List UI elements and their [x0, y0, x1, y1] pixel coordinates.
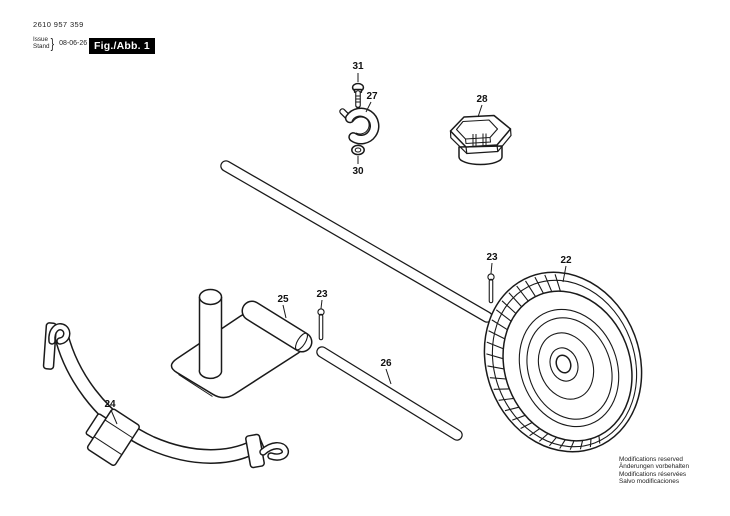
callout-31: 31	[352, 61, 364, 72]
callout-22: 22	[560, 255, 572, 266]
modifications-note-fr: Modifications réservées	[619, 470, 687, 478]
issue-label: Issue	[33, 36, 49, 43]
brace-glyph: }	[51, 35, 55, 51]
issue-date-block: Issue Stand } 08-06-26	[33, 35, 87, 51]
figure-label: Fig./Abb. 1	[94, 40, 150, 52]
hex-bushing-illustration	[449, 114, 512, 166]
rod-illustration	[316, 346, 463, 441]
modifications-note: Modifications reserved Änderungen vorbeh…	[619, 456, 689, 485]
figure-label-box: Fig./Abb. 1	[89, 38, 155, 54]
bracket-illustration	[170, 288, 313, 399]
modifications-note-en: Modifications reserved	[619, 456, 683, 463]
wheel-tread	[486, 274, 601, 450]
callout-25: 25	[277, 294, 289, 305]
callout-27: 27	[366, 91, 378, 102]
callout-26: 26	[380, 358, 392, 369]
pin-left-illustration	[317, 308, 325, 341]
callout-24: 24	[104, 399, 116, 410]
callout-28: 28	[476, 94, 488, 105]
screw-illustration	[351, 82, 365, 109]
stand-label: Stand	[33, 43, 50, 50]
callout-23-left: 23	[316, 289, 328, 300]
axle-rod-illustration	[220, 160, 493, 323]
clip-illustration	[339, 107, 380, 145]
wheel-illustration	[483, 271, 643, 453]
callout-leader-lines	[110, 73, 567, 425]
nut-illustration	[351, 144, 365, 156]
strap-illustration	[42, 322, 290, 469]
callout-30: 30	[352, 166, 364, 177]
document-part-number: 2610 957 359	[33, 20, 84, 29]
pin-right-illustration	[487, 273, 495, 304]
modifications-note-de: Änderungen vorbehalten	[619, 463, 689, 471]
modifications-note-es: Salvo modificaciones	[619, 477, 680, 485]
issue-date: 08-06-26	[59, 39, 88, 47]
callout-23-right: 23	[486, 252, 498, 263]
